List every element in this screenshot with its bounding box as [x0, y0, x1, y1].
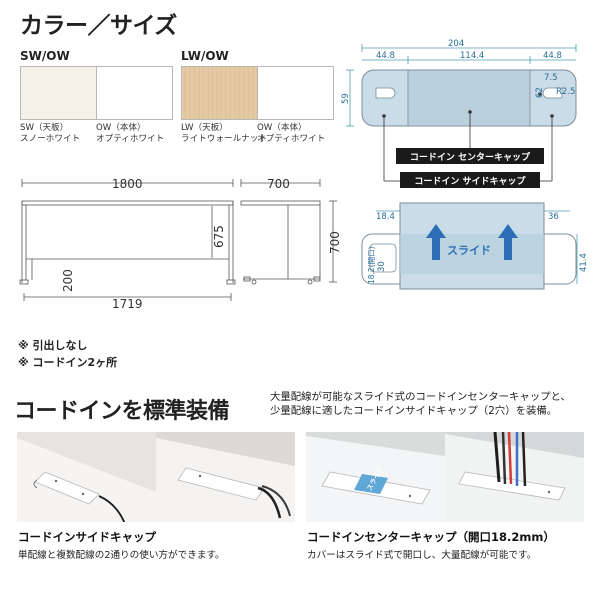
note-cord-in: ※ コードイン2ヶ所 [18, 356, 118, 369]
photo-side-cap-title: コードインサイドキャップ [18, 530, 156, 544]
cap-height: 59 [341, 93, 351, 104]
desk-dimension-drawing: 1800 700 700 675 200 1719 [19, 177, 342, 311]
side-right-width: 36 [548, 212, 559, 222]
slide-label: スライド [447, 244, 491, 257]
feature-description: 大量配線が可能なスライド式のコードインセンターキャップと、 少量配線に適したコー… [270, 391, 571, 417]
cap-overall-width: 204 [448, 39, 464, 49]
cord-cap-diagram: 204 44.8 114.4 44.8 59 7.5 62 R2.5 18.4 … [341, 39, 589, 290]
photo-center-cap-2 [445, 432, 584, 522]
cap-slot-width: 7.5 [544, 73, 558, 83]
side-lower: 30 [377, 261, 387, 272]
photo-center-cap-text: カバーはスライド式で開口し、大量配線が可能です。 [307, 550, 537, 561]
swatch-caption: SW（天板）スノーホワイト [20, 123, 81, 144]
color-code-sw-ow: SW/OW [20, 49, 70, 63]
swatch-caption: OW（本体）オプティホワイト [257, 123, 326, 144]
cap-center-width: 114.4 [460, 51, 484, 61]
side-cap-label: コードイン サイドキャップ [414, 175, 526, 187]
dim-inner-width: 1719 [112, 297, 143, 311]
dim-height: 700 [328, 231, 342, 254]
note-no-drawer: ※ 引出しなし [18, 339, 88, 352]
swatch-ow-1 [96, 66, 173, 120]
center-cap-label: コードイン センターキャップ [410, 151, 531, 163]
swatch-ow-2 [257, 66, 334, 120]
photo-center-cap-1: スライド [306, 432, 445, 522]
side-opening: 18.2(開口) [367, 246, 376, 284]
cap-left-width: 44.8 [376, 51, 395, 61]
page-title: カラー／サイズ [20, 13, 177, 39]
dim-width: 1800 [112, 177, 143, 191]
side-left-width: 18.4 [376, 212, 395, 222]
swatch-caption: OW（本体）オプティホワイト [96, 123, 165, 144]
photo-side-cap-text: 単配線と複数配線の2通りの使い方ができます。 [18, 550, 225, 561]
swatch-sw [20, 66, 97, 120]
side-height: 41.4 [579, 253, 589, 272]
photo-side-cap-2 [156, 432, 295, 522]
dim-depth: 700 [267, 177, 290, 191]
dim-clearance: 200 [61, 269, 75, 292]
color-code-lw-ow: LW/OW [181, 49, 229, 63]
cap-hole-size: 62 [535, 87, 545, 98]
swatch-lw [181, 66, 258, 120]
photo-side-cap-1 [17, 432, 156, 522]
swatch-caption: LW（天板）ライトウォールナット [181, 123, 267, 144]
photo-center-cap-title: コードインセンターキャップ（開口18.2mm） [307, 530, 555, 544]
cap-right-width: 44.8 [543, 51, 562, 61]
cap-radius: R2.5 [556, 87, 575, 97]
feature-title: コードインを標準装備 [14, 399, 230, 424]
dim-inner-height: 675 [212, 225, 226, 248]
